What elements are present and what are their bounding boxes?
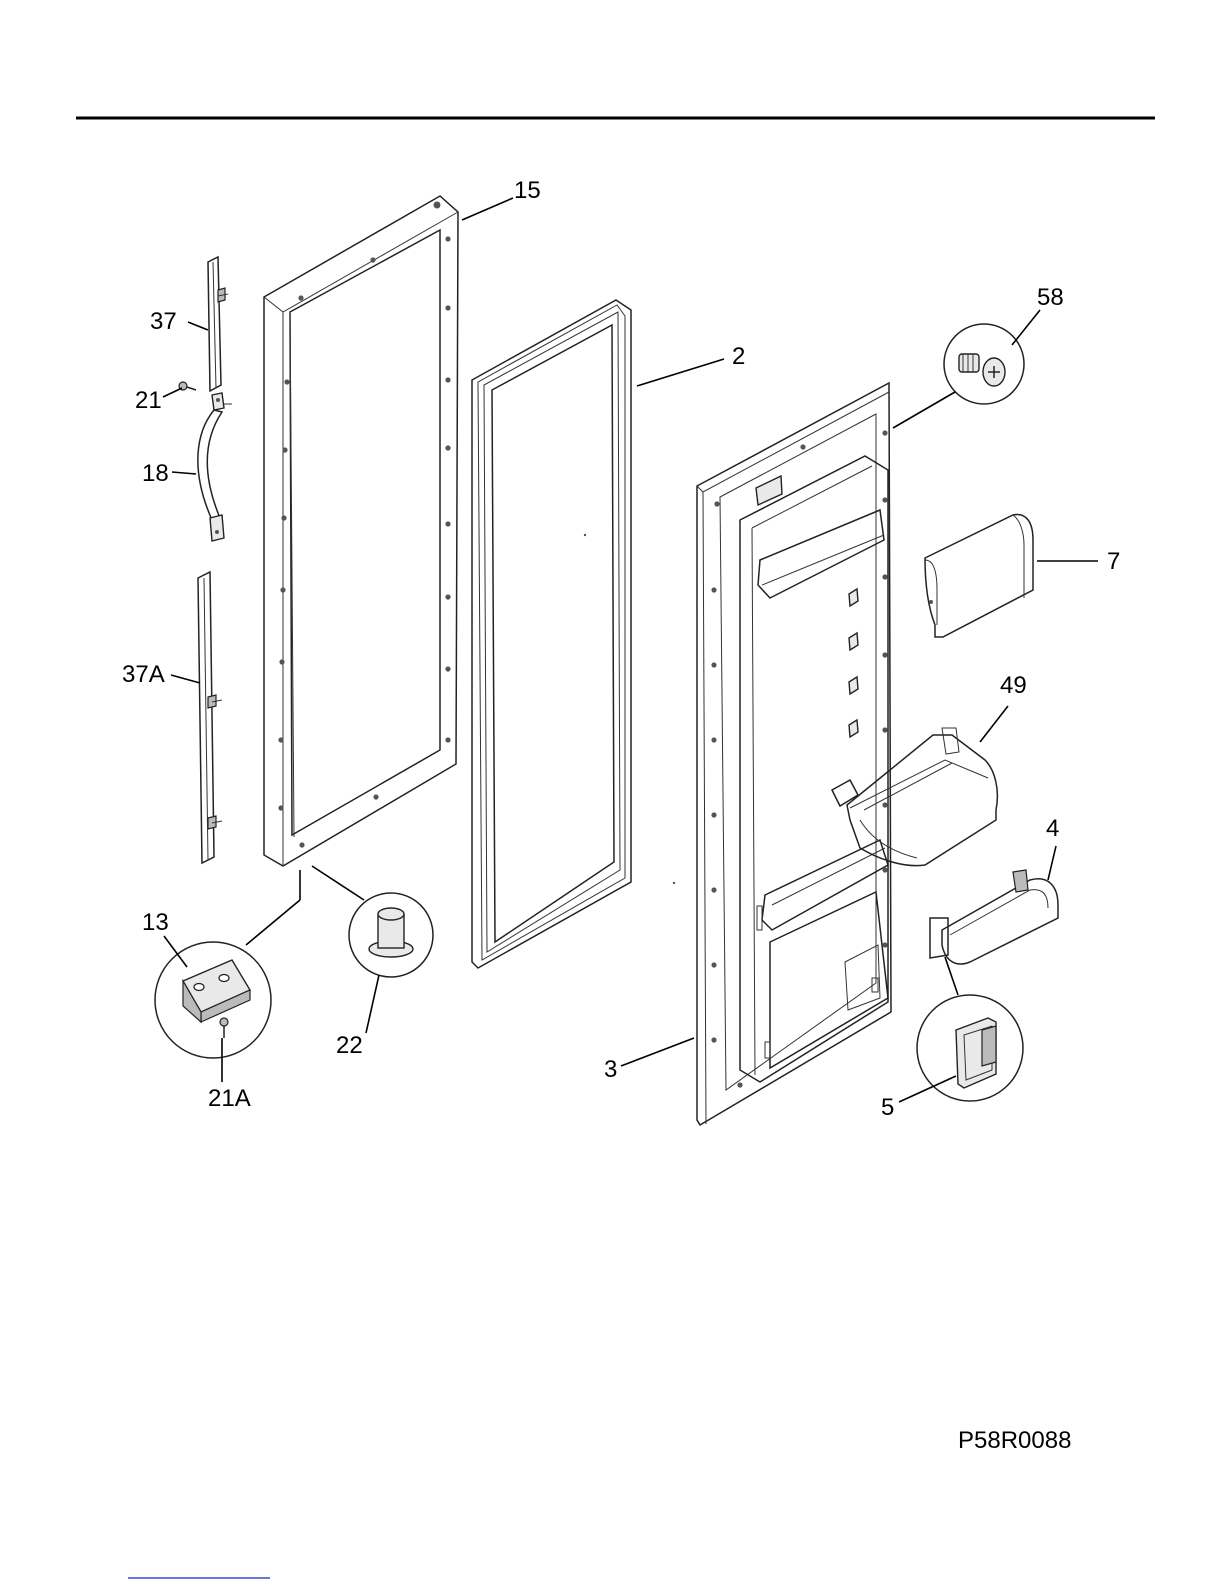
callout-13: 13 [142, 909, 169, 936]
callout-2: 2 [732, 343, 745, 370]
bin-retainer-4 [930, 870, 1058, 964]
dairy-door-7 [925, 514, 1033, 637]
handle-18 [198, 393, 232, 541]
callout-4: 4 [1046, 815, 1059, 842]
clip-detail-5 [917, 957, 1023, 1101]
callout-37A: 37A [122, 661, 165, 688]
callout-15: 15 [514, 177, 541, 204]
trim-strip-37 [208, 257, 228, 391]
screw-detail-58 [893, 324, 1024, 428]
hinge-detail-13 [155, 870, 300, 1058]
callout-5: 5 [881, 1094, 894, 1121]
callout-22: 22 [336, 1032, 363, 1059]
callout-18: 18 [142, 460, 169, 487]
callout-37: 37 [150, 308, 177, 335]
callout-49: 49 [1000, 672, 1027, 699]
callout-3: 3 [604, 1056, 617, 1083]
bushing-detail-22 [312, 866, 433, 977]
door-gasket-2 [472, 300, 675, 968]
callout-58: 58 [1037, 284, 1064, 311]
callout-21A: 21A [208, 1085, 251, 1112]
drawing-number: P58R0088 [958, 1427, 1071, 1454]
door-liner-3 [697, 383, 891, 1125]
callout-21: 21 [135, 387, 162, 414]
trim-strip-37A [198, 572, 222, 863]
door-bin-49 [832, 728, 997, 866]
door-frame-15 [264, 196, 458, 866]
callout-7: 7 [1107, 548, 1120, 575]
